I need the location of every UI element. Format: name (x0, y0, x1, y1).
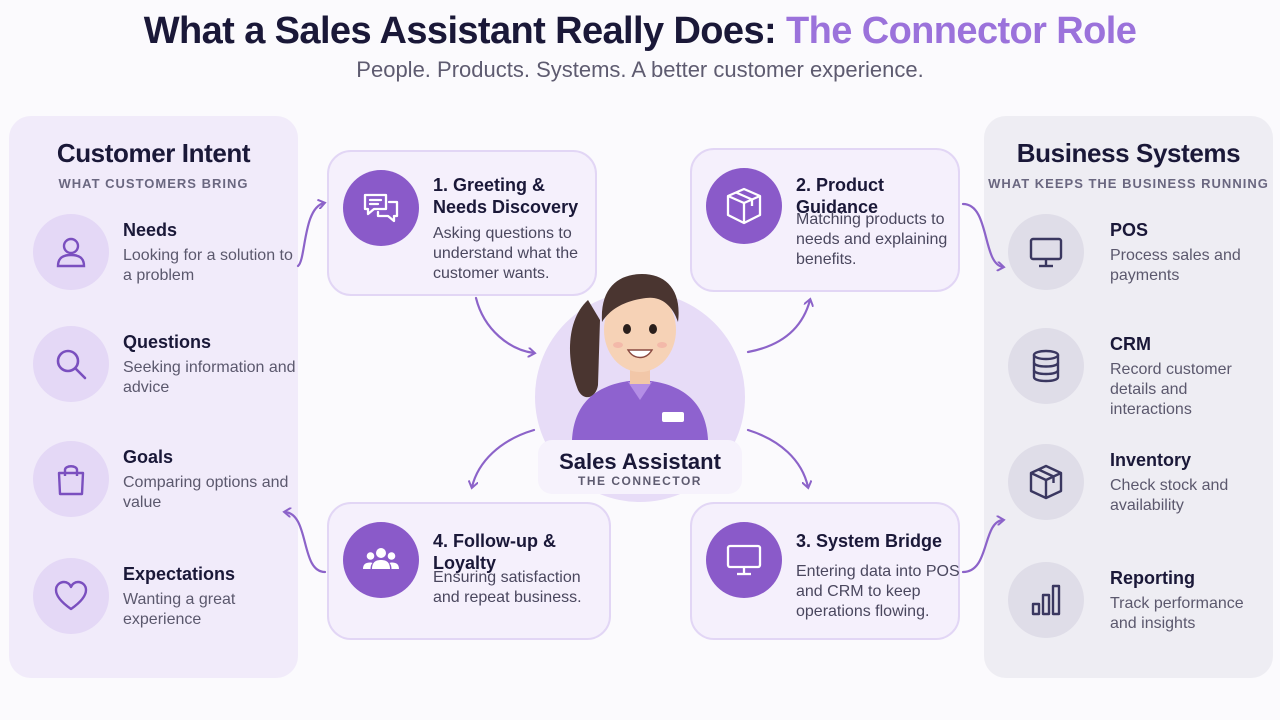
sales-assistant-role: THE CONNECTOR (578, 474, 702, 488)
heart-icon (33, 558, 109, 634)
system-item-label: POS (1110, 220, 1149, 240)
intent-item-label: Goals (123, 447, 174, 467)
step-title: 1. Greeting & Needs Discovery (433, 175, 579, 217)
arrow-system-bridge-to-systems (961, 520, 1003, 574)
arrow-greeting-to-assistant (474, 296, 534, 353)
intent-item-label: Needs (123, 220, 178, 240)
system-item-inventory: Inventory Check stock and availability (984, 444, 1273, 524)
system-item-desc: Track performance and insights (1110, 595, 1244, 632)
intent-item-desc: Seeking information and advice (123, 359, 296, 396)
magnifier-icon (33, 326, 109, 402)
title-accent: The Connector Role (786, 10, 1137, 52)
system-item-label: Inventory (1110, 450, 1192, 470)
intent-item-goals: Goals Comparing options and value (9, 441, 298, 521)
system-item-desc: Process sales and payments (1110, 247, 1241, 284)
arrow-assistant-to-product (746, 300, 810, 354)
arrow-product-to-systems (961, 202, 1003, 267)
intent-item-desc: Comparing options and value (123, 474, 289, 511)
system-item-label: CRM (1110, 334, 1151, 354)
intent-item-desc: Looking for a solution to a problem (123, 247, 293, 284)
database-icon (1008, 328, 1084, 404)
step-greeting: 1. Greeting & Needs Discovery Asking que… (327, 150, 597, 296)
arrow-intent-to-greeting (296, 203, 324, 268)
arrow-follow-up-to-intent (285, 512, 327, 574)
intent-item-questions: Questions Seeking information and advice (9, 326, 298, 406)
monitor-icon (706, 522, 782, 598)
step-desc: Entering data into POS and CRM to keep o… (796, 563, 960, 620)
system-item-desc: Record customer details and interactions (1110, 361, 1232, 418)
system-item-crm: CRM Record customer details and interact… (984, 328, 1273, 418)
person-icon (33, 214, 109, 290)
title-main: What a Sales Assistant Really Does: (143, 10, 777, 52)
step-title: 2. Product Guidance (796, 175, 885, 217)
intent-item-needs: Needs Looking for a solution to a proble… (9, 214, 298, 294)
customer-intent-subtitle: WHAT CUSTOMERS BRING (58, 176, 249, 191)
system-item-reporting: Reporting Track performance and insights (984, 562, 1273, 642)
business-systems-title: Business Systems (1016, 138, 1241, 168)
step-product-guidance: 2. Product Guidance Matching products to… (690, 148, 960, 292)
system-item-label: Reporting (1110, 568, 1195, 588)
arrow-assistant-to-system-bridge (746, 428, 808, 487)
intent-item-label: Expectations (123, 564, 236, 584)
business-systems-subtitle: WHAT KEEPS THE BUSINESS RUNNING (988, 176, 1269, 191)
step-desc: Asking questions to understand what the … (433, 225, 578, 282)
sales-assistant-label: Sales Assistant THE CONNECTOR (538, 440, 742, 494)
page-subtitle: People. Products. Systems. A better cust… (356, 57, 924, 82)
sales-assistant-name: Sales Assistant (559, 449, 721, 474)
step-title: 4. Follow-up & Loyalty (433, 531, 556, 573)
monitor-icon (1008, 214, 1084, 290)
arrow-assistant-to-follow-up (472, 428, 536, 487)
system-item-desc: Check stock and availability (1110, 477, 1229, 514)
box-icon (706, 168, 782, 244)
customer-intent-panel: Customer Intent WHAT CUSTOMERS BRING Nee… (9, 116, 298, 678)
customer-intent-title: Customer Intent (56, 138, 251, 168)
system-item-pos: POS Process sales and payments (984, 214, 1273, 294)
step-title: 3. System Bridge (796, 531, 943, 551)
intent-item-desc: Wanting a great experience (123, 591, 236, 628)
chat-bubbles-icon (343, 170, 419, 246)
step-desc: Ensuring satisfaction and repeat busines… (433, 569, 582, 606)
business-systems-panel: Business Systems WHAT KEEPS THE BUSINESS… (984, 116, 1273, 678)
shopping-bag-icon (33, 441, 109, 517)
step-desc: Matching products to needs and explainin… (796, 211, 948, 268)
step-system-bridge: 3. System Bridge Entering data into POS … (690, 502, 960, 640)
page-title: What a Sales Assistant Really Does: The … (0, 10, 1280, 53)
people-group-icon (343, 522, 419, 598)
intent-item-expectations: Expectations Wanting a great experience (9, 558, 298, 638)
intent-item-label: Questions (123, 332, 212, 352)
bar-chart-icon (1008, 562, 1084, 638)
box-icon (1008, 444, 1084, 520)
step-follow-up: 4. Follow-up & Loyalty Ensuring satisfac… (327, 502, 611, 640)
